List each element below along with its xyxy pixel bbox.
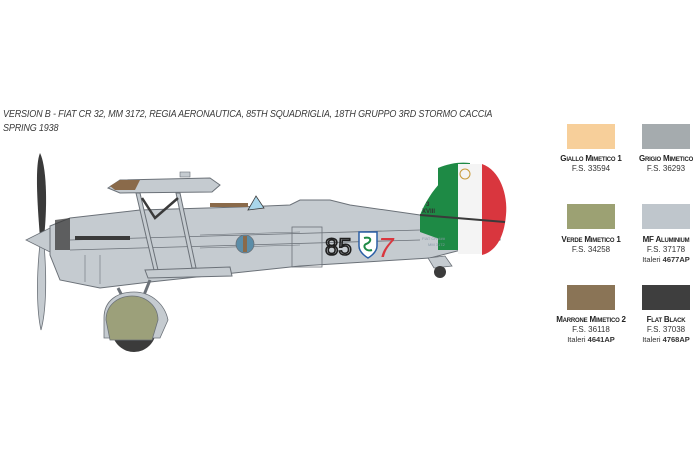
paint-italeri-code: Italeri 4677AP: [642, 255, 690, 264]
fasces-roundel-icon: [235, 234, 255, 254]
tail-marking-group: XVIII: [422, 209, 435, 215]
paint-name: Verde Mimetico 1: [561, 235, 621, 244]
paint-name: Marrone Mimetico 2: [556, 315, 626, 324]
paint-italeri-code: Italeri 4768AP: [642, 335, 690, 344]
paint-label-grigio-mimetico: Grigio Mimetico F.S. 36293: [626, 154, 700, 174]
cockpit-coaming: [210, 203, 248, 207]
paint-swatch-verde-mimetico-1: [567, 204, 615, 229]
paint-swatch-grigio-mimetico: [642, 124, 690, 149]
fin-stencil-1: FIAT CR ###: [422, 236, 446, 241]
paint-label-marrone-mimetico-2: Marrone Mimetico 2 F.S. 36118 Italeri 46…: [551, 315, 631, 345]
upper-wing-icon: [106, 171, 221, 194]
paint-label-verde-mimetico-1: Verde Mimetico 1 F.S. 34258: [551, 235, 631, 255]
caption-line-1: VERSION B - FIAT CR 32, MM 3172, REGIA A…: [3, 108, 493, 120]
tail-marking-number: 3: [426, 202, 430, 208]
paint-swatch-mf-aluminium: [642, 204, 690, 229]
paint-fs-code: F.S. 34258: [571, 245, 611, 254]
version-caption: VERSION B - FIAT CR 32, MM 3172, REGIA A…: [3, 107, 492, 135]
canopy-icon: [247, 195, 265, 211]
propeller-icon: [25, 153, 51, 331]
paint-label-flat-black: Flat Black F.S. 37038 Italeri 4768AP: [626, 315, 700, 345]
paint-fs-code: F.S. 36118: [572, 325, 610, 334]
paint-name: Flat Black: [646, 315, 686, 324]
fin-stencil-2: MM 3172: [428, 242, 445, 247]
paint-swatch-flat-black: [642, 285, 690, 310]
aircraft-profile: 85 7 3 XVIII FIAT CR ### MM 3172: [25, 153, 507, 352]
paint-fs-code: F.S. 33594: [571, 164, 611, 173]
paint-fs-code: F.S. 37178: [646, 245, 686, 254]
fuselage-code: 85: [325, 234, 352, 261]
caption-line-2: SPRING 1938: [3, 122, 59, 134]
paint-name: Giallo Mimetico 1: [560, 154, 622, 163]
individual-number: 7: [378, 232, 395, 263]
paint-italeri-code: Italeri 4641AP: [567, 335, 615, 344]
lower-wing-icon: [144, 266, 233, 279]
paint-name: Grigio Mimetico: [638, 154, 694, 163]
paint-swatch-giallo-mimetico-1: [567, 124, 615, 149]
tail-rudder-icon: [419, 162, 507, 255]
paint-swatch-marrone-mimetico-2: [567, 285, 615, 310]
squadron-badge-icon: [358, 231, 378, 259]
tail-wheel-icon: [427, 255, 453, 278]
paint-fs-code: F.S. 36293: [646, 164, 686, 173]
paint-fs-code: F.S. 37038: [646, 325, 686, 334]
main-landing-gear-icon: [103, 279, 169, 352]
paint-label-mf-aluminium: MF Aluminium F.S. 37178 Italeri 4677AP: [626, 235, 700, 265]
paint-label-giallo-mimetico-1: Giallo Mimetico 1 F.S. 33594: [551, 154, 631, 174]
paint-name: MF Aluminium: [642, 235, 690, 244]
